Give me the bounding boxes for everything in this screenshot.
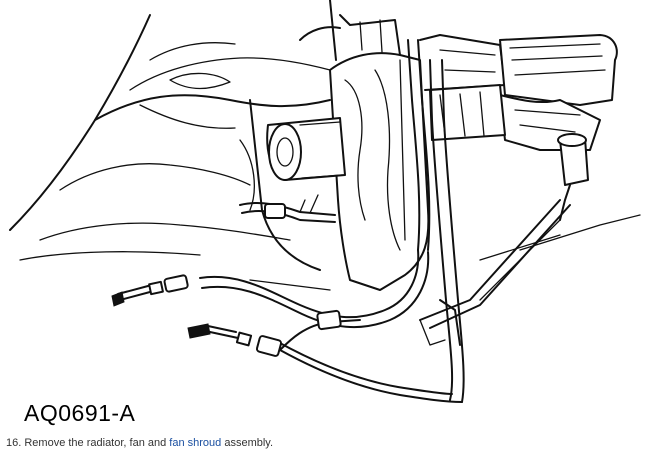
wire-connector bbox=[239, 194, 336, 223]
figure-code: AQ0691-A bbox=[24, 400, 136, 426]
caption-text-after: assembly. bbox=[224, 437, 274, 449]
vertical-hoses bbox=[407, 39, 465, 403]
engine-hose-drawing bbox=[9, 0, 641, 403]
valve-fitting bbox=[557, 133, 589, 221]
frame-lines bbox=[249, 214, 641, 291]
fan-shroud-link[interactable]: fan shroud bbox=[169, 437, 222, 449]
support-bracket bbox=[419, 199, 571, 346]
body-panel bbox=[9, 0, 341, 271]
caption-text-before: Remove the radiator, fan and bbox=[24, 437, 167, 449]
step-caption: 16. Remove the radiator, fan and fan shr… bbox=[6, 437, 273, 449]
technical-illustration bbox=[9, 0, 641, 403]
canister bbox=[266, 117, 346, 181]
step-number: 16. bbox=[6, 437, 22, 449]
lower-hose bbox=[187, 309, 463, 403]
